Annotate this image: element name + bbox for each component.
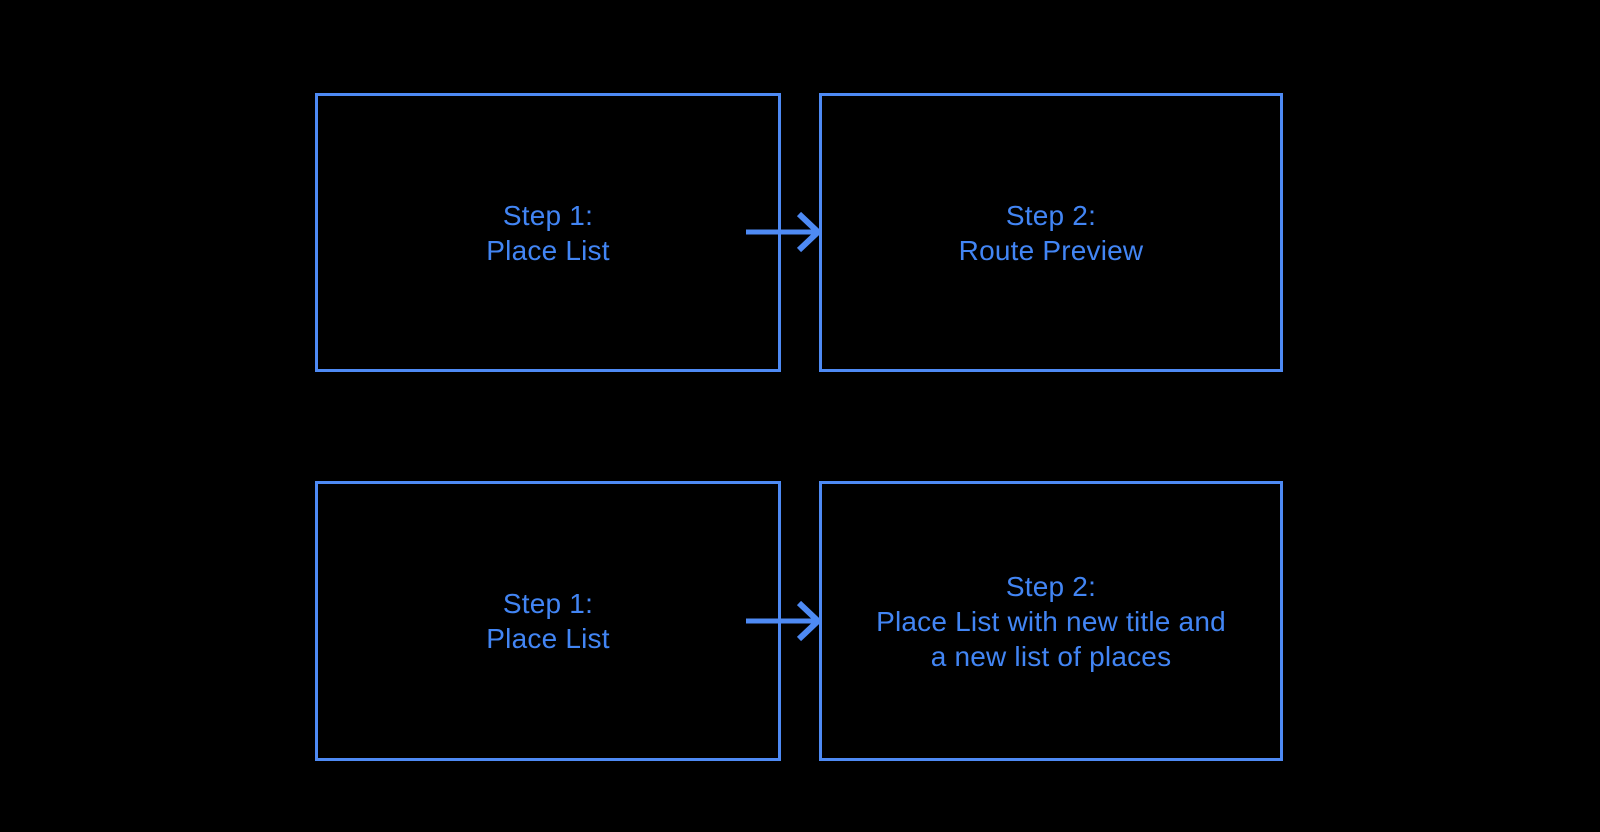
box-label-line: Step 1: [502,588,594,619]
box-label-line: Place List with new title and [876,605,1226,637]
flow-box-step2-route-preview: Step 2: Route Preview [819,93,1283,372]
box-label-line: Place List [486,234,610,266]
box-label-line: Route Preview [958,234,1144,266]
box-label-line: Step 1: [502,199,594,231]
box-label-line: Step 2: [1005,199,1097,231]
flow-box-step2-new-place-list: Step 2: Place List with new title and a … [819,481,1283,761]
box-label-line: Place List [486,623,610,654]
box-label: Step 2: Route Preview [959,198,1144,268]
box-label: Step 1: Place List [486,586,609,656]
box-label-line: a new list of places [930,640,1172,672]
arrow-right-icon [746,211,821,253]
arrow-right-icon [746,600,821,642]
box-label: Step 1: Place List [486,198,609,268]
box-label: Step 2: Place List with new title and a … [876,569,1226,674]
flow-box-step1-place-list-row2: Step 1: Place List [315,481,781,761]
flow-box-step1-place-list-row1: Step 1: Place List [315,93,781,372]
box-label-line: Step 2: [1005,570,1097,602]
